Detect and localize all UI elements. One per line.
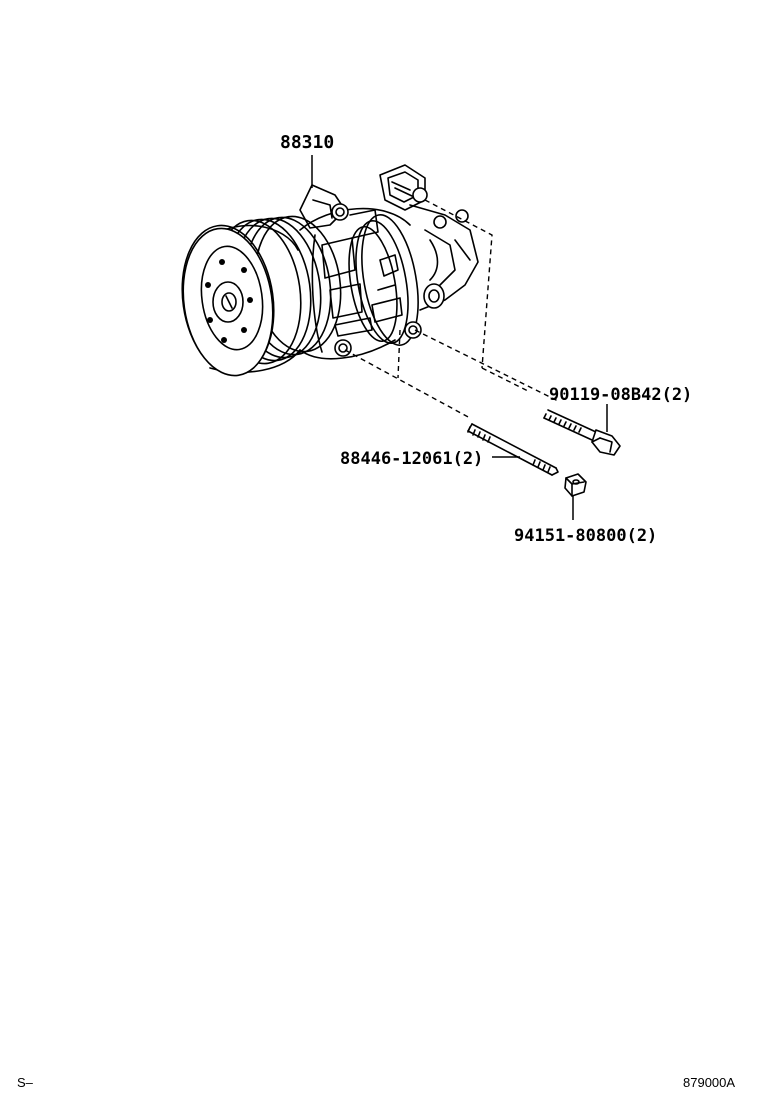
mounting-dashed-lines — [344, 199, 561, 419]
part-label-88446-12061[interactable]: 88446-12061(2) — [340, 449, 484, 469]
part-label-90119-08B42[interactable]: 90119-08B42(2) — [549, 385, 693, 405]
flange-bolt-illustration — [543, 409, 621, 456]
figure-code: 879000A — [683, 1075, 736, 1090]
footer-left-code: S– — [17, 1075, 33, 1090]
stud-bolt-illustration — [467, 423, 559, 476]
part-label-88310[interactable]: 88310 — [280, 132, 335, 153]
part-label-94151-80800[interactable]: 94151-80800(2) — [514, 526, 658, 546]
compressor-illustration — [181, 164, 479, 377]
nut-illustration — [564, 473, 587, 497]
